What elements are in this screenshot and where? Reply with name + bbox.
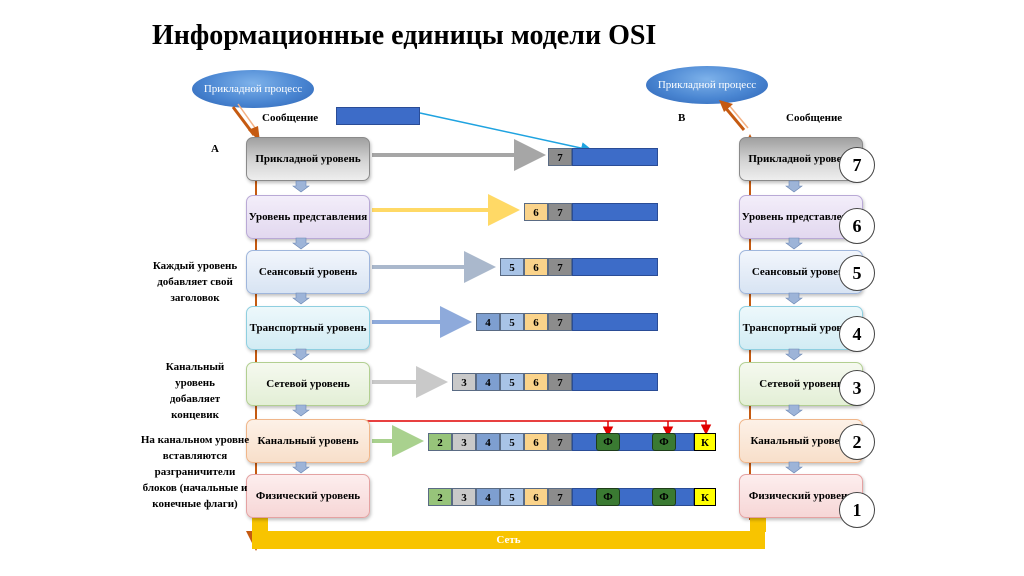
start-flag: Ф xyxy=(596,488,620,506)
header-6: 6 xyxy=(524,373,548,391)
header-6: 6 xyxy=(524,313,548,331)
message-label-left: Сообщение xyxy=(262,112,319,124)
header-5: 5 xyxy=(500,433,524,451)
header-6: 6 xyxy=(524,203,548,221)
left-layer-5: Сеансовый уровень xyxy=(246,250,370,294)
header-7: 7 xyxy=(548,148,572,166)
layer-number-3: 3 xyxy=(839,370,875,406)
left-application-process: Прикладной процесс xyxy=(192,70,314,108)
header-2: 2 xyxy=(428,433,452,451)
host-a-label: А xyxy=(211,143,219,155)
message-label-right: Сообщение xyxy=(786,112,843,124)
left-layer-6: Уровень представления xyxy=(246,195,370,239)
end-flag: Ф xyxy=(652,433,676,451)
data-block xyxy=(572,258,658,276)
header-7: 7 xyxy=(548,313,572,331)
header-3: 3 xyxy=(452,373,476,391)
data-block xyxy=(572,203,658,221)
left-layer-3: Сетевой уровень xyxy=(246,362,370,406)
header-5: 5 xyxy=(500,488,524,506)
trailer: К xyxy=(694,488,716,506)
data-block xyxy=(572,373,658,391)
layer-number-6: 6 xyxy=(839,208,875,244)
header-4: 4 xyxy=(476,433,500,451)
right-layer-5: Сеансовый уровень xyxy=(739,250,863,294)
layer-number-4: 4 xyxy=(839,316,875,352)
left-layer-1: Физический уровень xyxy=(246,474,370,518)
note-headers: Каждый уровень добавляет свой заголовок xyxy=(152,260,238,304)
header-7: 7 xyxy=(548,433,572,451)
layer-number-1: 1 xyxy=(839,492,875,528)
message-arrow xyxy=(419,112,593,154)
left-layer-4: Транспортный уровень xyxy=(246,306,370,350)
trailer: К xyxy=(694,433,716,451)
left-layer-7: Прикладной уровень xyxy=(246,137,370,181)
header-7: 7 xyxy=(548,373,572,391)
end-flag: Ф xyxy=(652,488,676,506)
header-2: 2 xyxy=(428,488,452,506)
header-4: 4 xyxy=(476,313,500,331)
start-flag: Ф xyxy=(596,433,620,451)
layer-number-2: 2 xyxy=(839,424,875,460)
header-6: 6 xyxy=(524,258,548,276)
header-6: 6 xyxy=(524,433,548,451)
data-block xyxy=(572,313,658,331)
note-trailer: Канальный уровень добавляет концевик xyxy=(165,361,225,421)
right-application-process: Прикладной процесс xyxy=(646,66,768,104)
data-block xyxy=(572,148,658,166)
header-4: 4 xyxy=(476,373,500,391)
header-3: 3 xyxy=(452,433,476,451)
left-layer-2: Канальный уровень xyxy=(246,419,370,463)
header-3: 3 xyxy=(452,488,476,506)
header-7: 7 xyxy=(548,258,572,276)
layer-number-7: 7 xyxy=(839,147,875,183)
message-block xyxy=(336,107,420,125)
header-5: 5 xyxy=(500,373,524,391)
layer-number-5: 5 xyxy=(839,255,875,291)
flag-arrow-main xyxy=(344,420,712,435)
header-5: 5 xyxy=(500,313,524,331)
note-flags: На канальном уровне вставляются разграни… xyxy=(140,434,250,510)
right-layer-1: Физический уровень xyxy=(739,474,863,518)
header-7: 7 xyxy=(548,203,572,221)
host-b-label: В xyxy=(678,112,686,124)
header-6: 6 xyxy=(524,488,548,506)
header-4: 4 xyxy=(476,488,500,506)
header-5: 5 xyxy=(500,258,524,276)
network-bar: Сеть xyxy=(252,531,765,549)
page-title: Информационные единицы модели OSI xyxy=(152,20,657,51)
header-7: 7 xyxy=(548,488,572,506)
